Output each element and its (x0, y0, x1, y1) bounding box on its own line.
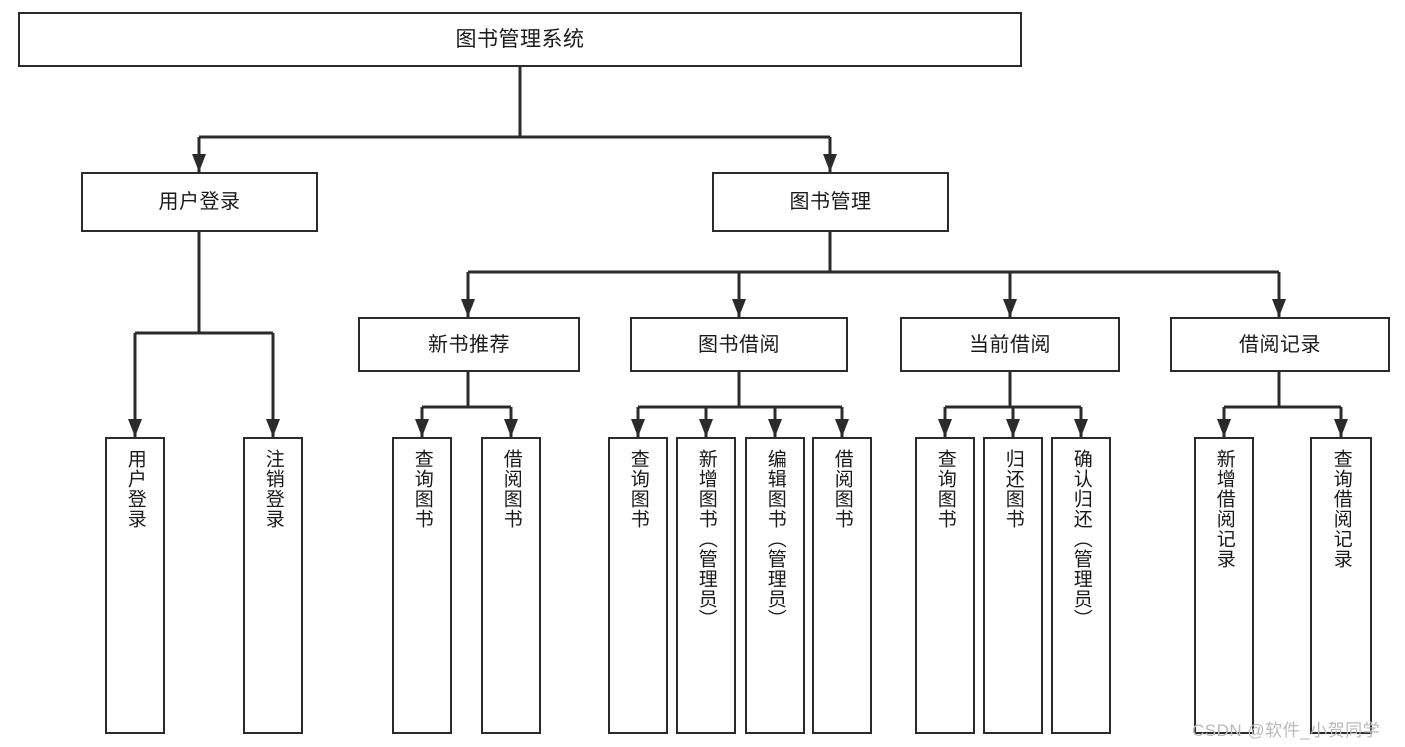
node-leaf-user-login[interactable]: 用户登录 (105, 437, 165, 734)
node-leaf-confirm-return-label: 确认归还（管理员） (1070, 449, 1092, 629)
csdn-watermark: CSDN @软件_小贺同学 (1192, 721, 1381, 740)
node-leaf-query-book-2-label: 查询图书 (627, 449, 649, 529)
node-leaf-borrow-book-1[interactable]: 借阅图书 (481, 437, 541, 734)
node-new-book-recommend[interactable]: 新书推荐 (358, 317, 580, 372)
node-book-borrow-label: 图书借阅 (698, 333, 780, 356)
node-leaf-add-record-label: 新增借阅记录 (1213, 449, 1235, 569)
node-leaf-query-book-2[interactable]: 查询图书 (608, 437, 668, 734)
node-leaf-query-book-3[interactable]: 查询图书 (915, 437, 975, 734)
node-leaf-query-record-label: 查询借阅记录 (1330, 449, 1352, 569)
node-leaf-edit-book[interactable]: 编辑图书（管理员） (745, 437, 805, 734)
node-leaf-return-book-label: 归还图书 (1002, 449, 1024, 529)
node-root-label: 图书管理系统 (455, 27, 585, 51)
node-current-borrow-label: 当前借阅 (969, 333, 1051, 356)
node-leaf-borrow-book-1-label: 借阅图书 (500, 449, 522, 529)
node-borrow-record-label: 借阅记录 (1239, 333, 1321, 356)
node-leaf-query-book-1-label: 查询图书 (411, 449, 433, 529)
node-leaf-logout-label: 注销登录 (262, 449, 284, 529)
node-new-book-recommend-label: 新书推荐 (428, 333, 510, 356)
node-root[interactable]: 图书管理系统 (18, 12, 1022, 67)
node-leaf-query-book-1[interactable]: 查询图书 (392, 437, 452, 734)
node-leaf-query-record[interactable]: 查询借阅记录 (1310, 437, 1372, 734)
node-leaf-logout[interactable]: 注销登录 (243, 437, 303, 734)
node-leaf-edit-book-label: 编辑图书（管理员） (764, 449, 786, 629)
node-leaf-borrow-book-2-label: 借阅图书 (831, 449, 853, 529)
node-leaf-add-book[interactable]: 新增图书（管理员） (676, 437, 736, 734)
node-leaf-add-book-label: 新增图书（管理员） (695, 449, 717, 629)
node-leaf-borrow-book-2[interactable]: 借阅图书 (812, 437, 872, 734)
node-book-manage-label: 图书管理 (789, 191, 872, 213)
node-current-borrow[interactable]: 当前借阅 (900, 317, 1120, 372)
node-leaf-add-record[interactable]: 新增借阅记录 (1194, 437, 1254, 734)
node-borrow-record[interactable]: 借阅记录 (1170, 317, 1390, 372)
node-book-borrow[interactable]: 图书借阅 (630, 317, 848, 372)
node-leaf-confirm-return[interactable]: 确认归还（管理员） (1051, 437, 1111, 734)
node-book-manage[interactable]: 图书管理 (712, 172, 949, 232)
node-user-login[interactable]: 用户登录 (81, 172, 318, 232)
node-leaf-user-login-label: 用户登录 (124, 449, 146, 529)
node-user-login-label: 用户登录 (158, 191, 241, 213)
node-leaf-query-book-3-label: 查询图书 (934, 449, 956, 529)
node-leaf-return-book[interactable]: 归还图书 (983, 437, 1043, 734)
